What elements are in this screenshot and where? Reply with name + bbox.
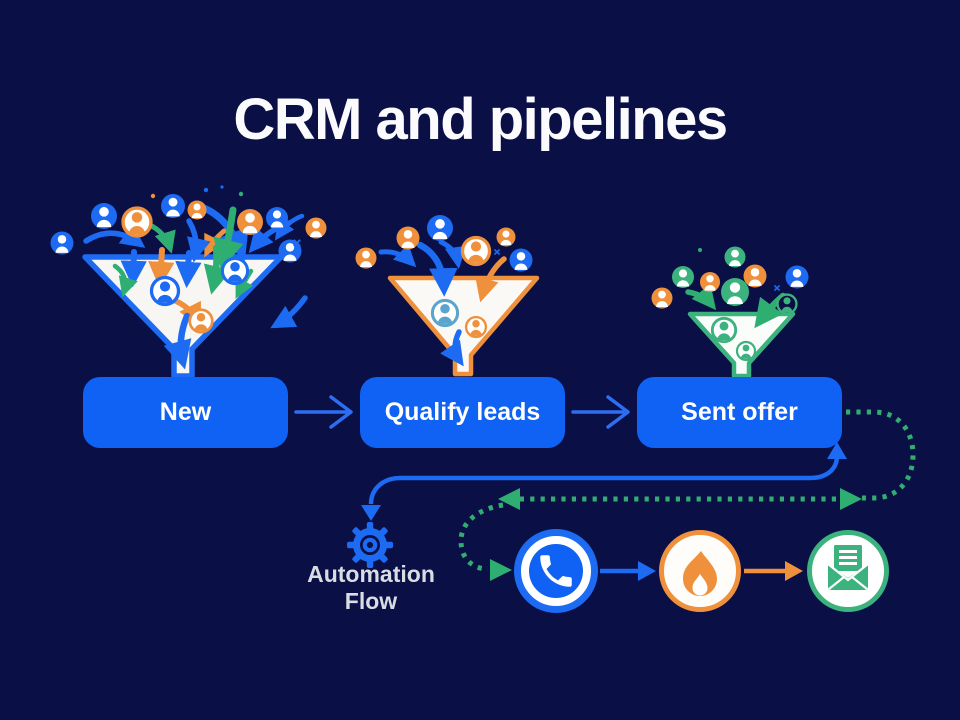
person-icon (785, 265, 809, 289)
stage-connector-arrows (294, 395, 630, 429)
person-icon (188, 308, 214, 334)
dotted-curl-left (458, 502, 504, 572)
arrow-fire-to-email (744, 561, 803, 581)
sparkles (150, 185, 302, 248)
arrow-phone-to-fire (600, 561, 656, 581)
person-icon (721, 278, 749, 306)
person-icon (724, 246, 746, 268)
person-icon (710, 316, 738, 344)
stage-button-sent-offer[interactable]: Sent offer (637, 377, 842, 448)
person-icon (355, 247, 377, 269)
fire-icon (659, 530, 741, 612)
funnel-new (50, 185, 327, 379)
person-icon (427, 215, 453, 241)
person-icon (464, 315, 488, 339)
person-icon (121, 206, 153, 238)
automation-connector-line (361, 442, 847, 521)
funnel-shape (387, 275, 540, 377)
email-icon (807, 530, 889, 612)
person-icon (266, 207, 288, 229)
person-icon (700, 272, 720, 292)
person-icon (161, 194, 185, 218)
automation-dotted-loop (458, 409, 916, 572)
arrowhead (329, 395, 353, 429)
person-icon (672, 266, 694, 288)
person-icon (743, 264, 767, 288)
funnel-sent-offer (651, 246, 809, 379)
person-icon (430, 298, 460, 328)
person-icon (460, 235, 492, 267)
person-icon (187, 200, 207, 220)
person-icon (149, 275, 181, 307)
person-icon (50, 231, 74, 255)
funnel-qualify (355, 215, 540, 377)
dotted-loop-arrowheads (490, 488, 862, 581)
person-icon (305, 217, 327, 239)
person-icon (509, 248, 533, 272)
stage-button-qualify-leads[interactable]: Qualify leads (360, 377, 565, 448)
stage-label: New (159, 398, 212, 426)
phone-icon (514, 529, 598, 613)
sparkle (493, 248, 501, 256)
person-icon (220, 256, 250, 286)
funnel-qualify-arrows (378, 239, 507, 367)
page-title: CRM and pipelines (233, 87, 728, 152)
person-icon (237, 209, 263, 235)
stage-label: Qualify leads (384, 398, 541, 426)
person-icon (651, 287, 673, 309)
person-icon (776, 293, 798, 315)
gear-icon (347, 522, 393, 568)
person-icon (735, 340, 757, 362)
sparkle (698, 248, 702, 252)
automation-flow-label: Automation Flow (307, 561, 435, 615)
person-icon (91, 203, 117, 229)
person-icon (496, 227, 516, 247)
sparkle (773, 284, 781, 292)
dotted-curl-right (846, 409, 916, 501)
arrowhead-down (361, 505, 381, 521)
person-icon (396, 226, 420, 250)
stage-label: Sent offer (681, 398, 798, 426)
stage-button-new[interactable]: New (83, 377, 288, 448)
arrowhead (606, 395, 630, 429)
arrowhead-up (827, 442, 847, 459)
